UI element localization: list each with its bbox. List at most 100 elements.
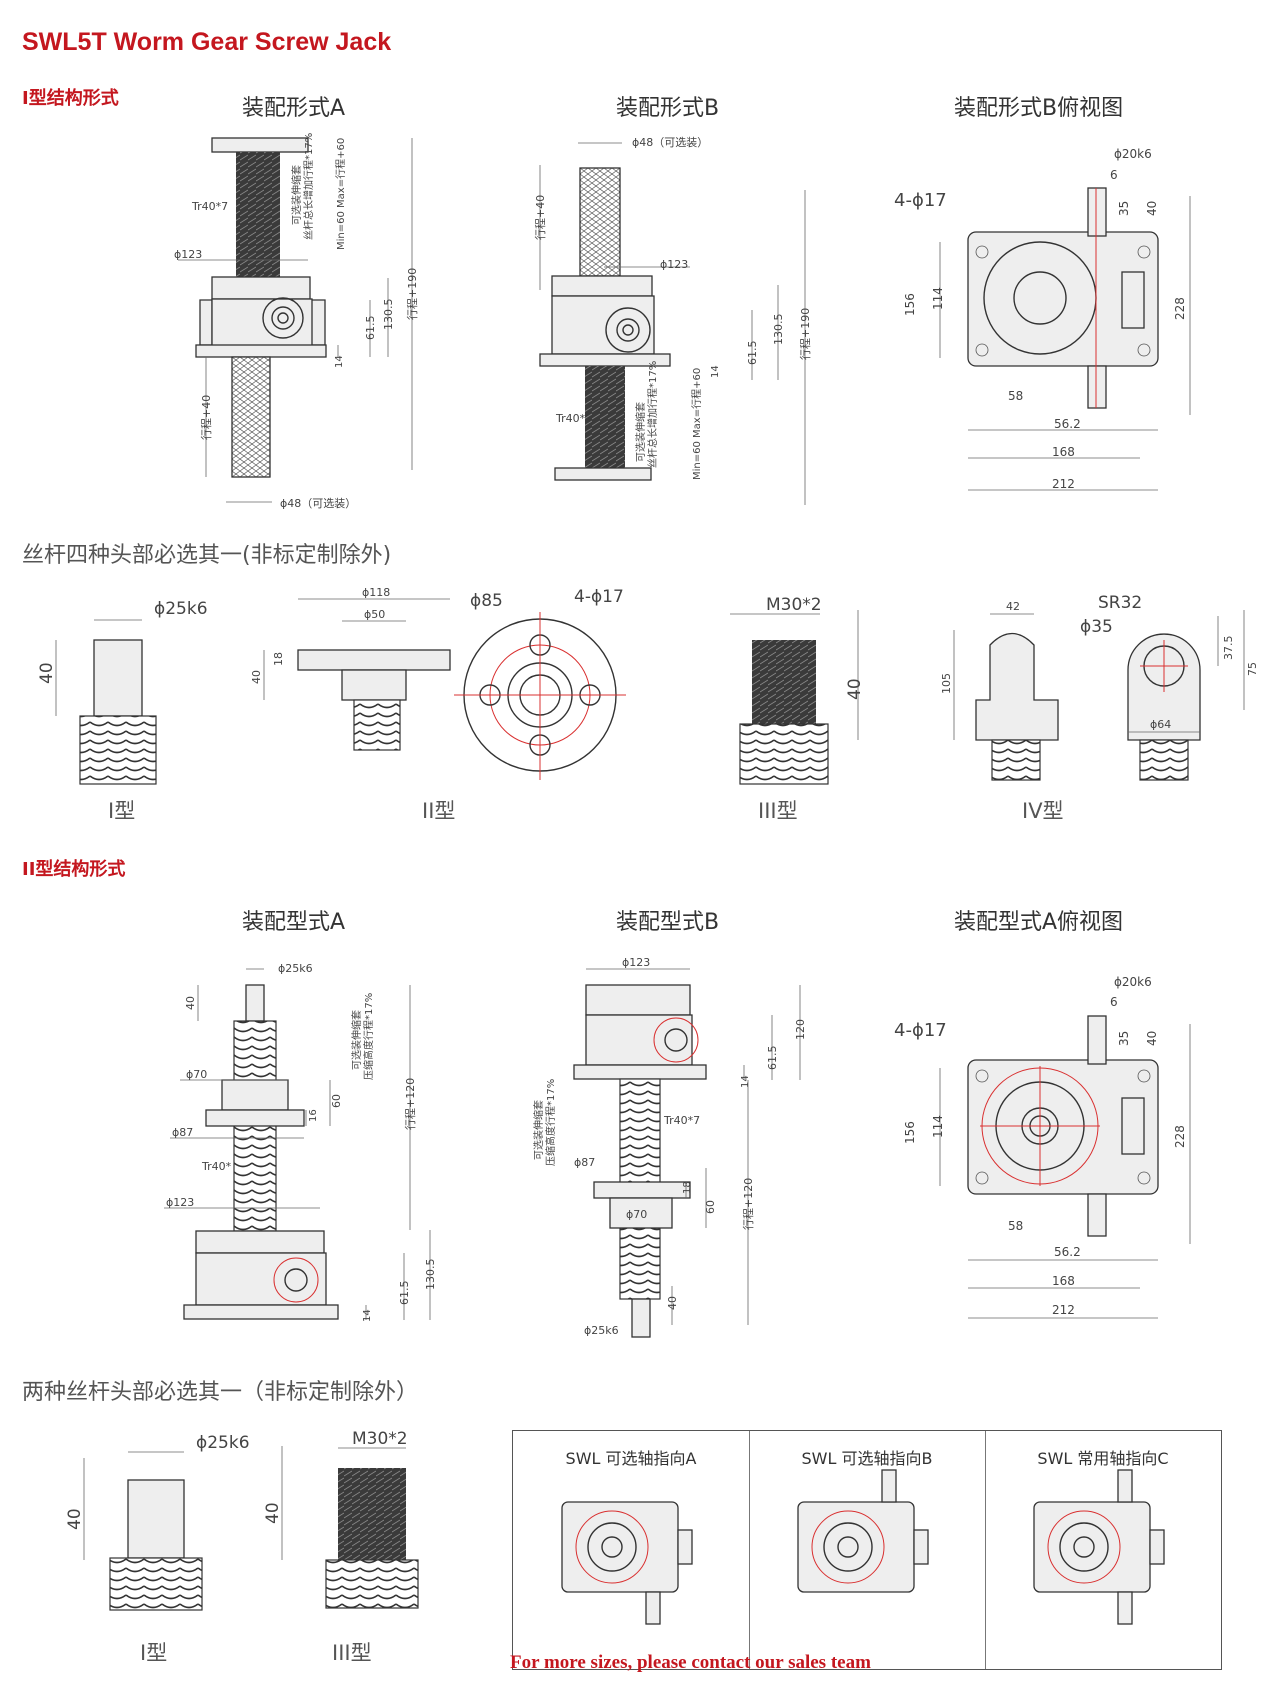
- svg-text:61.5: 61.5: [766, 1046, 779, 1071]
- svg-text:14: 14: [740, 1075, 751, 1088]
- svg-text:61.5: 61.5: [398, 1281, 411, 1306]
- screw-thread: [79, 715, 157, 785]
- svg-text:ϕ123: ϕ123: [622, 956, 650, 969]
- mount-hole: [975, 245, 989, 259]
- worm-shaft-top: [1087, 1015, 1107, 1065]
- axis-label-a: SWL 可选轴指向A: [565, 1449, 697, 1468]
- worm-shaft-bottom: [1087, 1193, 1107, 1237]
- svg-text:61.5: 61.5: [364, 316, 377, 341]
- svg-text:ϕ48（可选装）: ϕ48（可选装）: [280, 497, 356, 510]
- nut-flange: [593, 1181, 691, 1199]
- clevis-side: [975, 632, 1059, 741]
- head-type4-drawing: 42 SR32 ϕ35 105 37.5 75 ϕ64: [940, 593, 1259, 781]
- base-plate: [573, 1064, 707, 1080]
- housing-outline: [967, 231, 1159, 367]
- svg-text:58: 58: [1008, 389, 1023, 403]
- svg-text:6: 6: [1110, 995, 1118, 1009]
- view-2b-drawing: ϕ123 120 61.5 14 Tr40*7 ϕ87 ϕ70 18 60 行程…: [532, 956, 807, 1338]
- svg-text:ϕ48（可选装）: ϕ48（可选装）: [632, 136, 708, 149]
- svg-text:行程+190: 行程+190: [799, 308, 812, 360]
- gearbox-housing: [195, 1252, 327, 1306]
- head-type2-drawing: ϕ118 ϕ50 18 40 ϕ85 4-ϕ17: [250, 586, 626, 780]
- view-title-1b: 装配形式B: [616, 96, 720, 121]
- svg-text:行程+40: 行程+40: [534, 195, 547, 240]
- svg-text:56.2: 56.2: [1054, 417, 1081, 431]
- shaft-end: [245, 984, 265, 1022]
- head2-type3-label: III型: [332, 1641, 372, 1665]
- screw-thread: [325, 1559, 419, 1609]
- head-type1-drawing: ϕ25k6 40: [37, 599, 208, 785]
- screw-thread: [109, 1557, 203, 1611]
- svg-text:ϕ25k6: ϕ25k6: [278, 962, 313, 975]
- svg-text:ϕ35: ϕ35: [1080, 617, 1113, 637]
- shaft-end: [93, 639, 143, 717]
- svg-text:228: 228: [1173, 297, 1187, 320]
- svg-text:ϕ25k6: ϕ25k6: [584, 1324, 619, 1337]
- svg-text:228: 228: [1173, 1125, 1187, 1148]
- head2-type3-drawing: M30*2 40: [263, 1429, 419, 1609]
- head-type4-label: IV型: [1022, 799, 1064, 823]
- view-title-1c: 装配形式B俯视图: [954, 96, 1124, 121]
- svg-text:37.5: 37.5: [1222, 636, 1235, 661]
- svg-text:58: 58: [1008, 1219, 1023, 1233]
- svg-text:40: 40: [37, 662, 57, 684]
- svg-text:120: 120: [794, 1019, 807, 1040]
- metric-thread: [338, 1468, 406, 1560]
- axis-cell-b: SWL 可选轴指向B: [749, 1431, 986, 1669]
- svg-text:18: 18: [682, 1181, 693, 1194]
- head2-type1-drawing: ϕ25k6 40: [65, 1433, 250, 1611]
- svg-text:156: 156: [903, 293, 917, 316]
- svg-text:40: 40: [845, 678, 865, 700]
- svg-text:ϕ20k6: ϕ20k6: [1114, 147, 1152, 161]
- svg-text:ϕ64: ϕ64: [1150, 718, 1171, 731]
- heads2-title: 两种丝杆头部必选其一（非标定制除外）: [22, 1380, 419, 1405]
- svg-text:60: 60: [330, 1094, 343, 1108]
- nut-body: [609, 1197, 673, 1229]
- lead-screw-upper: [236, 152, 280, 277]
- axis-cell-a: SWL 可选轴指向A: [513, 1431, 750, 1669]
- axis-drawing-c: [1033, 1469, 1165, 1625]
- screw-thread: [739, 723, 829, 785]
- svg-text:130.5: 130.5: [424, 1259, 437, 1291]
- view-title-1a: 装配形式A: [242, 96, 346, 121]
- gearbox-cover: [585, 984, 691, 1016]
- svg-text:Tr40*: Tr40*: [555, 412, 586, 425]
- svg-text:75: 75: [1246, 662, 1259, 676]
- svg-text:ϕ25k6: ϕ25k6: [196, 1433, 250, 1453]
- gearbox-housing: [585, 1014, 693, 1066]
- base-plate: [195, 344, 327, 358]
- svg-text:168: 168: [1052, 1274, 1075, 1288]
- view-title-2a: 装配型式A: [242, 910, 346, 935]
- svg-text:Tr40*: Tr40*: [201, 1160, 232, 1173]
- gearbox-housing: [211, 298, 313, 350]
- shaft-end: [631, 1298, 651, 1338]
- svg-text:压缩高度行程*17%: 压缩高度行程*17%: [362, 993, 375, 1080]
- svg-text:4-ϕ17: 4-ϕ17: [894, 190, 947, 211]
- page-title: SWL5T Worm Gear Screw Jack: [22, 28, 392, 56]
- svg-text:35: 35: [1117, 201, 1131, 216]
- worm-shaft: [271, 306, 295, 330]
- base-plate: [183, 1304, 339, 1320]
- svg-text:40: 40: [1145, 201, 1159, 216]
- tr-label: Tr40*7: [191, 200, 228, 213]
- svg-text:M30*2: M30*2: [352, 1429, 408, 1449]
- lead-screw-lower: [585, 366, 625, 468]
- flange-hub: [341, 669, 407, 701]
- svg-text:40: 40: [263, 1502, 283, 1524]
- svg-text:56.2: 56.2: [1054, 1245, 1081, 1259]
- svg-text:40: 40: [184, 996, 197, 1010]
- svg-text:可选装伸缩套: 可选装伸缩套: [532, 1100, 545, 1160]
- svg-text:40: 40: [1145, 1031, 1159, 1046]
- worm-flange: [605, 307, 651, 353]
- svg-text:Tr40*7: Tr40*7: [663, 1114, 700, 1127]
- svg-text:行程+40: 行程+40: [200, 395, 213, 440]
- svg-text:ϕ70: ϕ70: [626, 1208, 647, 1221]
- svg-text:Min=60 Max=行程+60: Min=60 Max=行程+60: [334, 138, 347, 250]
- worm-shaft-top: [1087, 187, 1107, 237]
- axis-drawing-a: [561, 1501, 693, 1625]
- axis-cell-c: SWL 常用轴指向C: [985, 1431, 1221, 1669]
- worm-flange: [262, 297, 304, 339]
- mount-hole: [1137, 343, 1151, 357]
- view-title-2c: 装配型式A俯视图: [954, 910, 1124, 935]
